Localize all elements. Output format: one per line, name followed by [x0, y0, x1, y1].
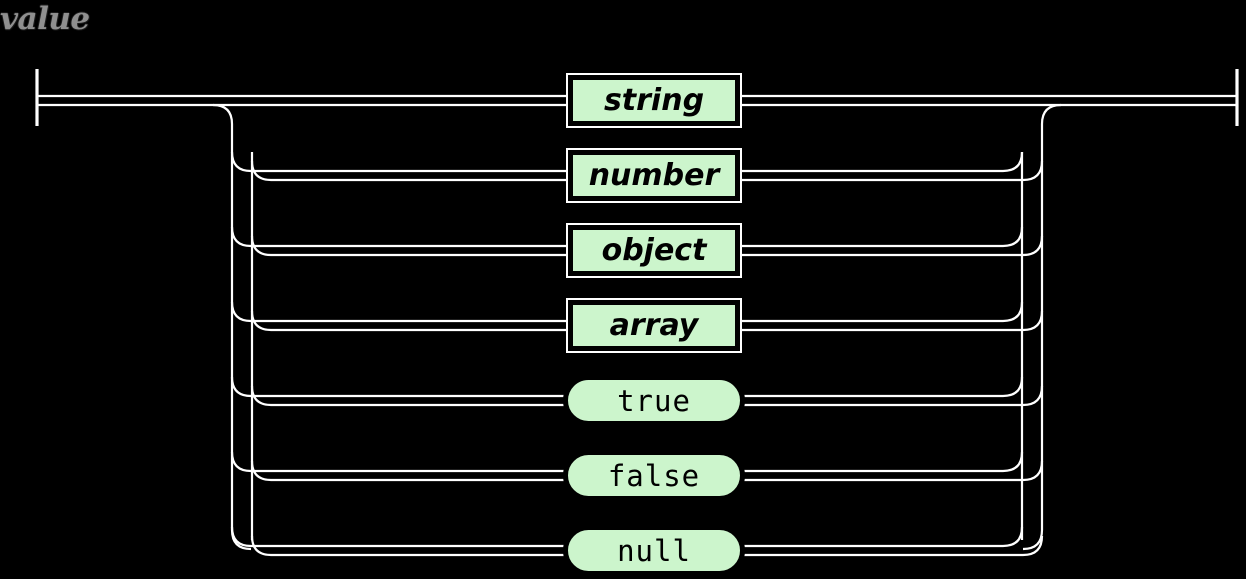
rail-row5-left-top: [230, 451, 568, 473]
rail-row6-left-bottom: [250, 535, 568, 557]
rail-row4-left-top: [230, 376, 568, 398]
rail-row2-right-bottom: [740, 235, 1044, 257]
rail-row1-left-top: [230, 151, 568, 173]
rail-row1-right-top: [740, 151, 1024, 173]
node-string[interactable]: string: [566, 73, 742, 128]
rail-row1-left-bottom: [250, 160, 568, 182]
node-number-label: number: [588, 158, 720, 193]
rail-row5-left-bottom: [250, 460, 568, 482]
rail-row2-left-top: [230, 226, 568, 248]
node-number[interactable]: number: [566, 148, 742, 203]
rail-right-spine-outer: [1022, 103, 1062, 551]
node-true[interactable]: true: [563, 375, 745, 426]
rail-row3-right-bottom: [740, 310, 1044, 332]
rail-row4-left-bottom: [250, 385, 568, 407]
node-object[interactable]: object: [566, 223, 742, 278]
rail-row3-left-bottom: [250, 310, 568, 332]
rail-row6-left-top: [230, 526, 568, 548]
rail-row6-right-bottom: [740, 535, 1044, 557]
node-array[interactable]: array: [566, 298, 742, 353]
rail-left-spine-outer: [212, 103, 252, 551]
rail-row2-left-bottom: [250, 235, 568, 257]
rail-row6-right-top: [740, 526, 1024, 548]
rail-row5-right-top: [740, 451, 1024, 473]
page-title: value: [0, 1, 90, 37]
node-null[interactable]: null: [563, 525, 745, 576]
node-null-label: null: [617, 533, 691, 568]
rail-row4-right-top: [740, 376, 1024, 398]
rail-row3-right-top: [740, 301, 1024, 323]
node-true-label: true: [617, 383, 691, 418]
rail-row1-right-bottom: [740, 160, 1044, 182]
rail-row4-right-bottom: [740, 385, 1044, 407]
node-false[interactable]: false: [563, 450, 745, 501]
node-string-label: string: [603, 83, 705, 118]
node-false-label: false: [607, 458, 701, 493]
node-object-label: object: [601, 233, 707, 268]
rail-row2-right-top: [740, 226, 1024, 248]
rail-row5-right-bottom: [740, 460, 1044, 482]
node-array-label: array: [609, 308, 699, 343]
rail-row3-left-top: [230, 301, 568, 323]
